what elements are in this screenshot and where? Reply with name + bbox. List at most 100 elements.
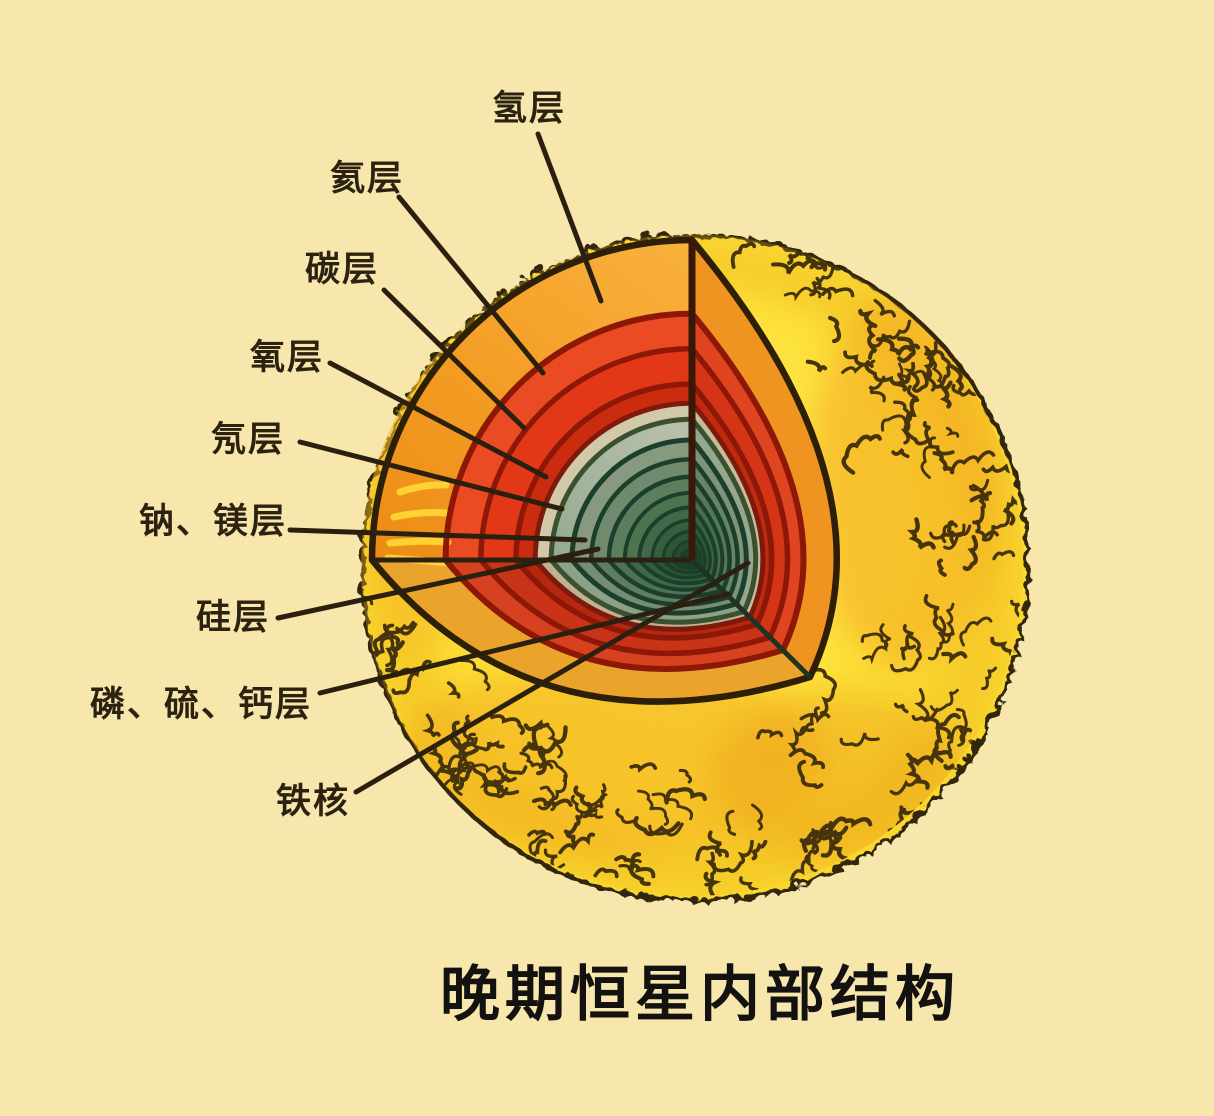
squiggle-stroke bbox=[421, 713, 441, 738]
squiggle-stroke bbox=[901, 624, 914, 661]
squiggle-stroke bbox=[880, 412, 916, 432]
squiggle-stroke bbox=[797, 759, 824, 789]
layer-ring-line-14 bbox=[679, 547, 699, 567]
layer-ring-line-11 bbox=[650, 518, 712, 580]
squiggle-stroke bbox=[788, 748, 826, 770]
squiggle-stroke bbox=[969, 491, 993, 503]
squiggle-stroke bbox=[565, 830, 577, 847]
leader-line-0 bbox=[535, 131, 604, 304]
squiggle-stroke bbox=[490, 714, 526, 735]
squiggle-stroke bbox=[539, 759, 568, 783]
squiggle-stroke bbox=[942, 602, 955, 644]
squiggle-stroke bbox=[615, 808, 638, 825]
squiggle-stroke bbox=[448, 765, 501, 794]
squiggle-stroke bbox=[945, 426, 960, 438]
squiggle-stroke bbox=[890, 634, 922, 673]
squiggle-stroke bbox=[867, 324, 878, 360]
squiggle-stroke bbox=[894, 702, 909, 714]
squiggle-stroke bbox=[949, 450, 996, 474]
squiggle-stroke bbox=[497, 770, 511, 783]
leader-line-3 bbox=[327, 360, 549, 480]
layer-ring-line-6 bbox=[569, 437, 749, 616]
squiggle-stroke bbox=[959, 616, 993, 647]
squiggle-stroke bbox=[385, 640, 405, 673]
orange-band-streak-1 bbox=[390, 509, 450, 521]
layer-ring-line-5 bbox=[548, 416, 759, 625]
squiggle-stroke bbox=[427, 744, 456, 783]
squiggle-stroke bbox=[920, 436, 937, 479]
squiggle-stroke bbox=[703, 871, 722, 896]
layer-label-1: 氦层 bbox=[330, 159, 404, 198]
diagram-title: 晚期恒星内部结构 bbox=[440, 961, 960, 1028]
squiggle-stroke bbox=[523, 719, 550, 732]
layer-ring-line-7 bbox=[588, 456, 740, 607]
squiggle-stroke bbox=[962, 534, 979, 572]
squiggle-stroke bbox=[908, 750, 953, 767]
squiggle-stroke bbox=[537, 774, 568, 811]
squiggle-stroke bbox=[629, 762, 658, 773]
squiggle-stroke bbox=[940, 522, 958, 544]
squiggle-stroke bbox=[651, 792, 694, 821]
squiggle-stroke bbox=[573, 785, 598, 813]
squiggle-stroke bbox=[959, 727, 973, 744]
layer-ring-line-10 bbox=[637, 505, 718, 586]
squiggle-stroke bbox=[981, 508, 1011, 542]
squiggle-stroke bbox=[502, 762, 528, 775]
squiggle-stroke bbox=[539, 785, 556, 812]
squiggle-stroke bbox=[911, 348, 935, 393]
squiggle-stroke bbox=[815, 276, 832, 300]
squiggle-stroke bbox=[932, 451, 955, 475]
squiggle-stroke bbox=[902, 361, 920, 389]
layer-label-5: 钠、镁层 bbox=[139, 502, 287, 541]
layer-ring-line-4 bbox=[532, 400, 766, 632]
squiggle-stroke bbox=[929, 524, 972, 540]
squiggle-stroke bbox=[483, 740, 505, 752]
squiggle-stroke bbox=[449, 720, 479, 756]
squiggle-stroke bbox=[789, 849, 817, 885]
leader-line-1 bbox=[396, 194, 546, 376]
squiggle-stroke bbox=[929, 688, 959, 712]
squiggle-stroke bbox=[787, 726, 815, 756]
squiggle-stroke bbox=[968, 478, 990, 492]
squiggle-stroke bbox=[858, 308, 878, 329]
squiggle-stroke bbox=[799, 712, 831, 724]
squiggle-stroke bbox=[712, 839, 754, 873]
squiggle-stroke bbox=[911, 707, 939, 722]
squiggle-stroke bbox=[981, 666, 998, 691]
leader-line-4 bbox=[297, 439, 565, 512]
layer-label-6: 硅层 bbox=[196, 598, 270, 637]
layer-ring-line-1 bbox=[442, 310, 807, 672]
squiggle-stroke bbox=[756, 729, 784, 740]
squiggle-stroke bbox=[971, 483, 987, 525]
squiggle-stroke bbox=[914, 688, 930, 723]
squiggle-stroke bbox=[897, 362, 927, 381]
layer-ring-line-12 bbox=[661, 529, 707, 575]
cutaway-section bbox=[368, 236, 841, 705]
squiggle-stroke bbox=[799, 706, 820, 734]
squiggle-stroke bbox=[864, 360, 911, 386]
squiggle-stroke bbox=[637, 789, 670, 826]
squiggle-stroke bbox=[799, 825, 849, 846]
squiggle-stroke bbox=[843, 350, 872, 367]
squiggle-stroke bbox=[582, 783, 607, 819]
leader-lines bbox=[275, 131, 751, 795]
squiggle-stroke bbox=[633, 815, 681, 837]
squiggle-stroke bbox=[801, 829, 838, 853]
leader-line-7 bbox=[317, 591, 731, 696]
layer-ring-line-8 bbox=[606, 474, 732, 599]
squiggle-stroke bbox=[939, 380, 953, 409]
squiggle-stroke bbox=[629, 852, 651, 886]
squiggle-stroke bbox=[889, 778, 919, 796]
squiggle-stroke bbox=[391, 677, 412, 696]
squiggle-stroke bbox=[695, 845, 729, 862]
squiggle-stroke bbox=[1010, 599, 1023, 623]
squiggle-stroke bbox=[730, 241, 757, 269]
squiggle-stroke bbox=[771, 258, 828, 275]
squiggle-stroke bbox=[808, 667, 838, 715]
leader-line-8 bbox=[353, 560, 751, 795]
squiggle-stroke bbox=[385, 636, 395, 668]
squiggle-stroke bbox=[725, 809, 737, 836]
leader-line-5 bbox=[287, 527, 588, 543]
